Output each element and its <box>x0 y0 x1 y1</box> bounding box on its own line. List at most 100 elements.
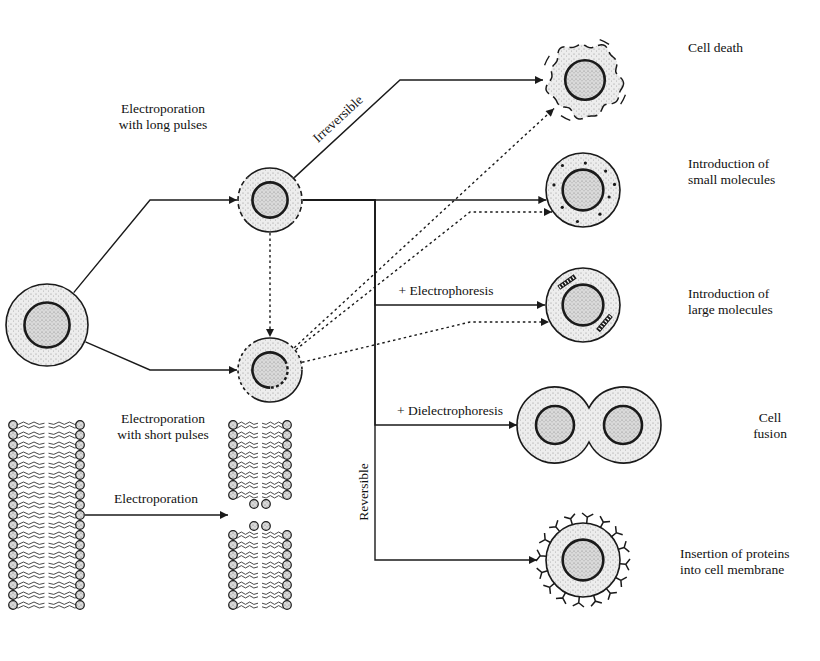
drawn-circle <box>546 153 620 227</box>
drawn-circle <box>229 591 238 600</box>
dotted-arrow <box>302 322 549 362</box>
dotted-arrow <box>296 212 552 350</box>
drawn-circle <box>76 601 85 610</box>
drawn-circle <box>283 591 292 600</box>
drawn-path <box>591 595 602 606</box>
drawn-circle <box>238 168 302 232</box>
loaded-cell-drawing <box>545 152 621 228</box>
drawn-circle <box>24 302 69 347</box>
drawn-circle <box>563 285 604 326</box>
protein-cell-drawing <box>537 514 629 606</box>
drawn-path <box>254 338 286 342</box>
drawn-circle <box>546 523 620 597</box>
dotted-arrow <box>269 233 270 337</box>
drawn-circle <box>546 268 620 342</box>
fused-cells: Cell fusion <box>517 387 661 463</box>
drawn-path <box>612 526 623 536</box>
cell-caption: Introduction of large molecules <box>688 286 793 317</box>
drawn-circle <box>9 431 18 440</box>
loaded-cell: Introduction of large molecules <box>545 267 621 343</box>
dead-cell: Cell death <box>543 38 627 122</box>
drawn-circle <box>76 481 85 490</box>
drawn-circle <box>76 471 85 480</box>
drawn-circle <box>9 591 18 600</box>
drawn-circle <box>283 541 292 550</box>
drawn-path <box>556 593 566 604</box>
drawn-circle <box>229 431 238 440</box>
drawn-path <box>549 520 559 531</box>
permeabilized-cell-drawing <box>237 337 303 403</box>
drawn-circle <box>552 183 555 186</box>
drawn-path <box>621 95 626 104</box>
edge-label: + Dielectrophoresis <box>394 402 506 420</box>
drawn-circle <box>9 471 18 480</box>
drawn-circle <box>229 441 238 450</box>
drawn-circle <box>563 170 604 211</box>
drawn-circle <box>9 461 18 470</box>
connector-group <box>74 80 554 560</box>
drawn-path <box>517 387 661 463</box>
drawn-circle <box>76 541 85 550</box>
drawn-g <box>559 276 575 287</box>
drawn-circle <box>536 406 574 444</box>
drawn-circle <box>229 491 238 500</box>
drawn-circle <box>283 421 292 430</box>
drawn-circle <box>76 571 85 580</box>
drawn-circle <box>262 500 271 509</box>
drawn-circle <box>9 421 18 430</box>
dotted-arrow <box>294 108 554 347</box>
drawn-circle <box>9 581 18 590</box>
drawn-circle <box>229 571 238 580</box>
cell-caption: Insertion of proteins into cell membrane <box>680 546 805 577</box>
drawn-circle <box>563 540 604 581</box>
drawn-circle <box>283 551 292 560</box>
arrow-connector <box>303 200 517 425</box>
drawn-circle <box>9 571 18 580</box>
arrow-connector <box>74 200 237 293</box>
drawn-circle <box>598 213 601 216</box>
edge-label: Electroporation <box>111 490 201 508</box>
dead-cell-drawing <box>543 38 627 122</box>
cell-caption: Cell fusion <box>746 410 794 441</box>
drawn-circle <box>9 521 18 530</box>
branch-label: Reversible <box>355 460 373 524</box>
drawn-path <box>247 223 292 232</box>
drawn-circle <box>76 591 85 600</box>
drawn-circle <box>561 164 564 167</box>
drawn-circle <box>76 521 85 530</box>
drawn-circle <box>229 481 238 490</box>
porated-bilayer-drawing <box>228 420 292 610</box>
drawn-circle <box>613 183 616 186</box>
drawn-path <box>600 516 610 527</box>
drawn-circle <box>283 561 292 570</box>
drawn-circle <box>9 511 18 520</box>
cell-caption: Introduction of small molecules <box>688 156 793 187</box>
cell-caption: Cell death <box>688 40 778 56</box>
drawn-circle <box>546 153 620 227</box>
drawn-path <box>546 45 624 119</box>
arrow-connector <box>303 200 537 560</box>
fused-cells-drawing <box>517 387 661 463</box>
drawn-circle <box>229 551 238 560</box>
drawn-circle <box>283 431 292 440</box>
drawn-circle <box>9 481 18 490</box>
drawn-line <box>560 277 575 287</box>
drawn-circle <box>283 601 292 610</box>
drawn-circle <box>604 169 607 172</box>
drawn-circle <box>283 581 292 590</box>
drawn-circle <box>252 352 287 387</box>
permeabilized-cell-drawing <box>237 167 303 233</box>
drawn-circle <box>229 601 238 610</box>
drawn-circle <box>283 451 292 460</box>
drawn-circle <box>283 471 292 480</box>
drawn-path <box>286 342 302 370</box>
drawn-circle <box>9 561 18 570</box>
drawn-circle <box>584 162 587 165</box>
drawn-circle <box>250 500 259 509</box>
drawn-circle <box>6 284 88 366</box>
drawn-path <box>252 352 285 387</box>
drawn-circle <box>238 338 302 402</box>
drawn-circle <box>283 491 292 500</box>
drawn-circle <box>604 406 642 444</box>
